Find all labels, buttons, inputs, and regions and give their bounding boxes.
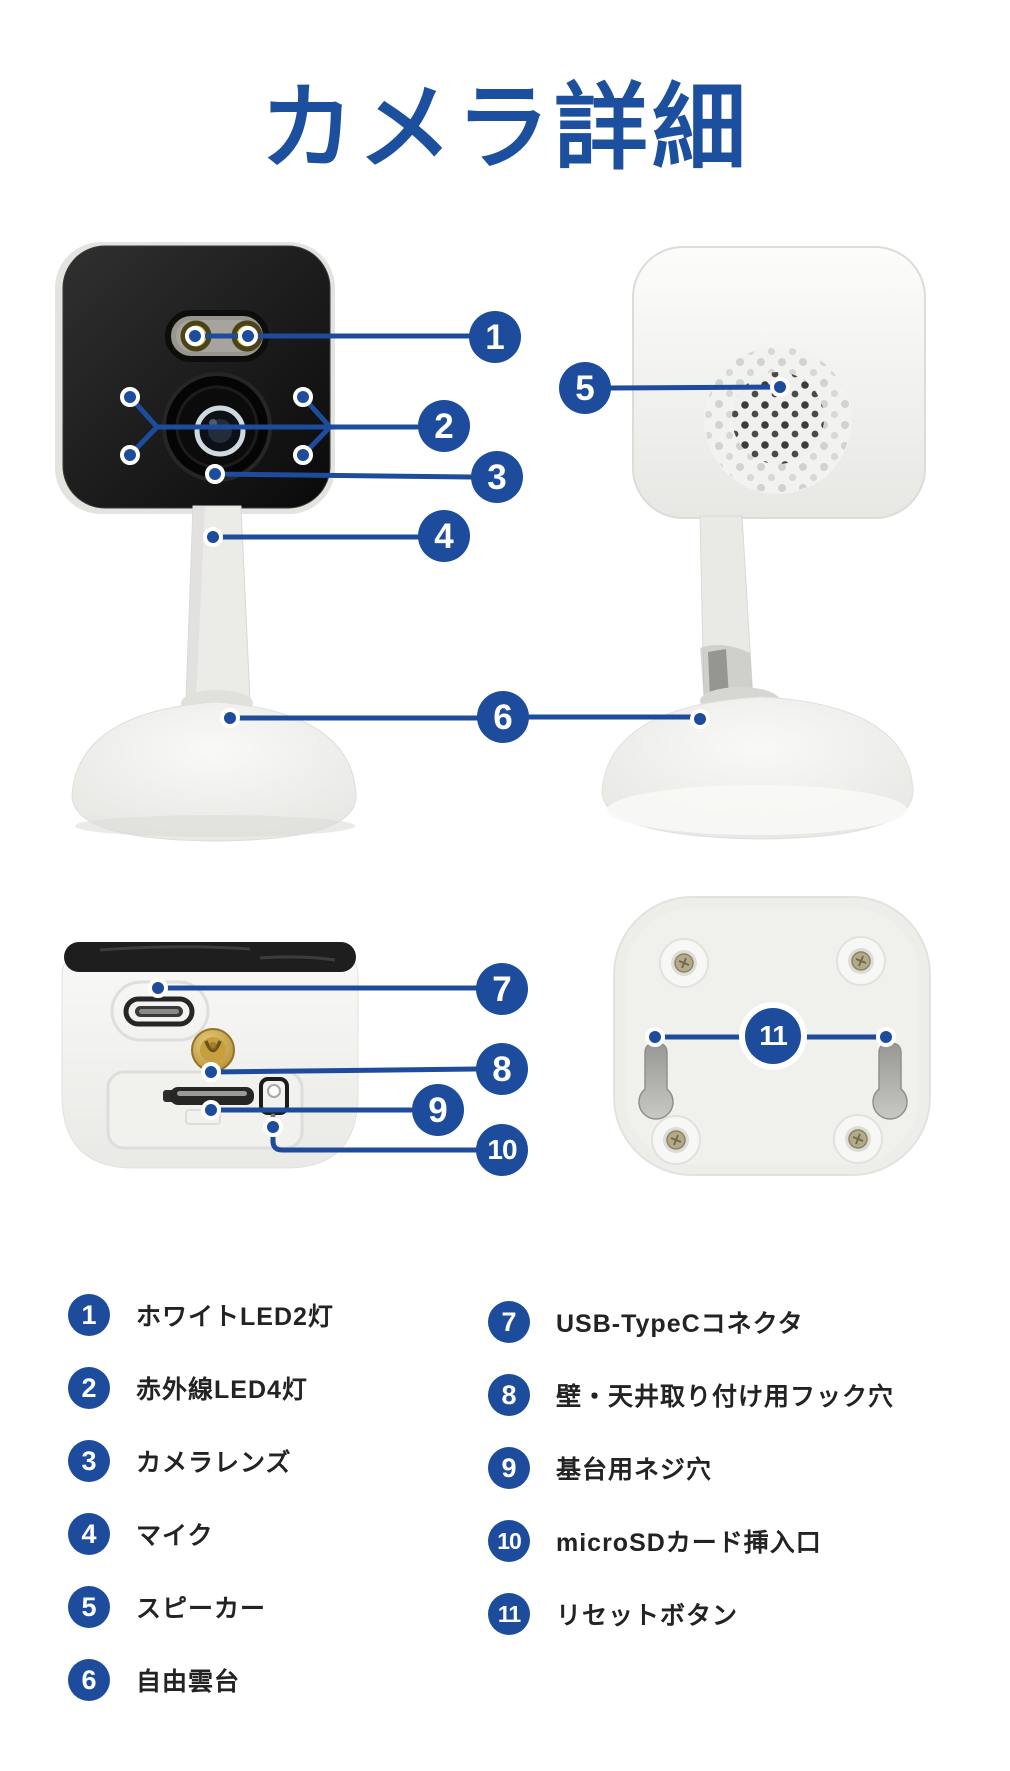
usb-type-c-port	[123, 996, 195, 1027]
legend-num-1: 1	[68, 1294, 110, 1336]
legend-label-4: マイク	[136, 1522, 214, 1550]
legend-item-5: 5 スピーカー	[68, 1586, 334, 1628]
legend-label-2: 赤外線LED4灯	[136, 1376, 308, 1404]
callout-marker-4: 4	[418, 510, 470, 562]
legend-item-8: 8 壁・天井取り付け用フック穴	[488, 1374, 894, 1416]
camera-bottom-ports-view	[61, 942, 359, 1169]
callout-marker-6: 6	[477, 691, 529, 743]
legend-item-6: 6 自由雲台	[68, 1659, 334, 1701]
base-screw	[836, 936, 886, 986]
legend-item-1: 1 ホワイトLED2灯	[68, 1294, 334, 1336]
callout-marker-7: 7	[476, 963, 528, 1015]
legend-num-11: 11	[488, 1593, 530, 1635]
microsd-slot	[163, 1087, 254, 1105]
legend-item-7: 7 USB-TypeCコネクタ	[488, 1301, 894, 1343]
legend-column-left: 1 ホワイトLED2灯 2 赤外線LED4灯 3 カメラレンズ 4 マイク 5 …	[68, 1294, 334, 1732]
legend-label-3: カメラレンズ	[136, 1449, 292, 1477]
legend-label-7: USB-TypeCコネクタ	[556, 1310, 804, 1338]
legend-label-10: microSDカード挿入口	[556, 1529, 822, 1557]
legend-num-8: 8	[488, 1374, 530, 1416]
callout-marker-1: 1	[469, 311, 521, 363]
camera-back-view	[601, 246, 926, 840]
legend-item-9: 9 基台用ネジ穴	[488, 1447, 894, 1489]
mounting-hook-hole	[191, 1028, 235, 1072]
legend-num-7: 7	[488, 1301, 530, 1343]
callout-marker-11: 11	[745, 1008, 801, 1064]
legend-num-3: 3	[68, 1440, 110, 1482]
callout-marker-9: 9	[412, 1084, 464, 1136]
legend-label-9: 基台用ネジ穴	[556, 1456, 713, 1484]
legend-item-2: 2 赤外線LED4灯	[68, 1367, 334, 1409]
legend-num-9: 9	[488, 1447, 530, 1489]
reset-button	[259, 1077, 289, 1115]
front-stand-base	[71, 701, 357, 842]
legend-item-11: 11 リセットボタン	[488, 1593, 894, 1635]
base-screw	[833, 1114, 883, 1164]
legend-num-5: 5	[68, 1586, 110, 1628]
callout-marker-10: 10	[476, 1124, 528, 1176]
legend-num-2: 2	[68, 1367, 110, 1409]
legend-num-10: 10	[488, 1520, 530, 1562]
legend-label-11: リセットボタン	[556, 1602, 739, 1630]
legend-num-4: 4	[68, 1513, 110, 1555]
page-title: カメラ詳細	[259, 75, 750, 180]
legend-item-10: 10 microSDカード挿入口	[488, 1520, 894, 1562]
callout-lines	[127, 333, 879, 1153]
base-screw	[659, 938, 709, 988]
callout-marker-5: 5	[559, 362, 611, 414]
callout-marker-2: 2	[418, 400, 470, 452]
legend-label-6: 自由雲台	[136, 1668, 241, 1696]
base-screw	[651, 1115, 701, 1165]
legend-label-8: 壁・天井取り付け用フック穴	[556, 1383, 895, 1411]
legend-label-1: ホワイトLED2灯	[136, 1303, 334, 1331]
legend-num-6: 6	[68, 1659, 110, 1701]
callout-marker-8: 8	[476, 1043, 528, 1095]
speaker-grille	[704, 346, 852, 494]
callout-marker-3: 3	[471, 451, 523, 503]
legend-label-5: スピーカー	[136, 1595, 267, 1623]
legend-column-right: 7 USB-TypeCコネクタ 8 壁・天井取り付け用フック穴 9 基台用ネジ穴…	[488, 1301, 894, 1666]
legend-item-3: 3 カメラレンズ	[68, 1440, 334, 1482]
legend-item-4: 4 マイク	[68, 1513, 334, 1555]
